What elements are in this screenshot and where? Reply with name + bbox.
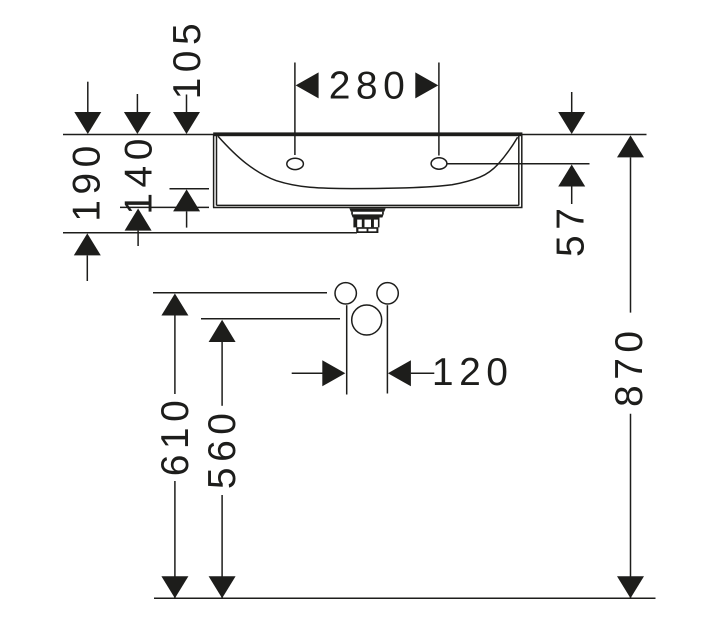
svg-text:190: 190 [66, 140, 109, 222]
svg-text:140: 140 [118, 133, 161, 215]
svg-text:105: 105 [166, 18, 209, 100]
svg-text:57: 57 [550, 203, 593, 257]
svg-text:870: 870 [608, 325, 651, 407]
svg-text:610: 610 [154, 395, 197, 477]
svg-text:280: 280 [329, 64, 411, 107]
svg-text:120: 120 [432, 351, 514, 394]
svg-text:560: 560 [201, 408, 244, 490]
